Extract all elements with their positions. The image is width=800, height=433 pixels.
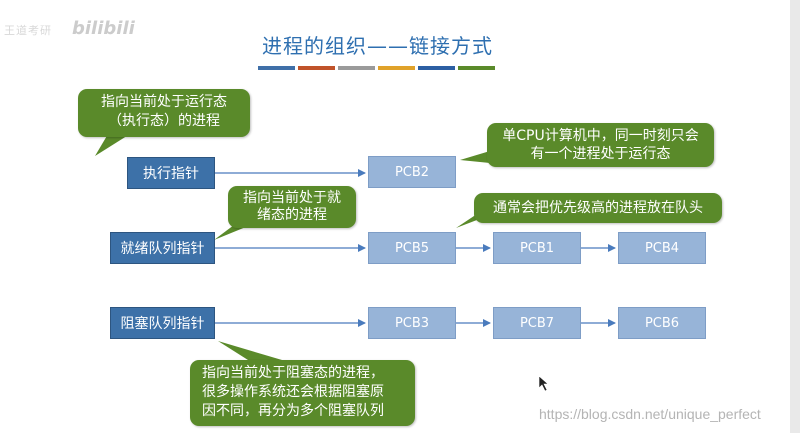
callout-priority: 通常会把优先级高的进程放在队头: [474, 193, 722, 223]
callout-uni-line-1: 单CPU计算机中，同一时刻只会: [502, 128, 699, 144]
csdn-url-watermark: https://blog.csdn.net/unique_perfect: [539, 406, 761, 422]
accent-bar-navy: [418, 66, 455, 70]
callout-uniprocessor: 单CPU计算机中，同一时刻只会 有一个进程处于运行态: [487, 123, 714, 167]
exec-pointer-box: 执行指针: [127, 157, 215, 189]
accent-bar-blue: [258, 66, 295, 70]
callout-exec-line-1: 指向当前处于运行态: [101, 94, 227, 110]
slide-title: 进程的组织——链接方式: [262, 34, 493, 58]
callout-blocked-line-3: 因不同，再分为多个阻塞队列: [202, 403, 384, 419]
callout-blocked-line-1: 指向当前处于阻塞态的进程，: [202, 365, 384, 381]
pcb7-box: PCB7: [493, 307, 581, 339]
callout-uni-line-2: 有一个进程处于运行态: [530, 146, 671, 162]
bilibili-logo-watermark: bilibili: [72, 18, 135, 39]
ready-queue-pointer-box: 就绪队列指针: [110, 232, 215, 264]
callout-priority-line-1: 通常会把优先级高的进程放在队头: [493, 200, 703, 216]
callout-exec-pointer: 指向当前处于运行态 （执行态）的进程: [78, 89, 250, 137]
pcb1-box: PCB1: [493, 232, 581, 264]
accent-bar-green: [458, 66, 495, 70]
pcb3-box: PCB3: [368, 307, 456, 339]
accent-bar-gray: [338, 66, 375, 70]
callout-ready-line-1: 指向当前处于就: [243, 190, 341, 206]
callout-ready-pointer: 指向当前处于就 绪态的进程: [228, 186, 356, 228]
pcb5-box: PCB5: [368, 232, 456, 264]
callout-blocked-line-2: 很多操作系统还会根据阻塞原: [202, 384, 384, 400]
callout-tail-blocked: [218, 341, 282, 360]
pcb4-box: PCB4: [618, 232, 706, 264]
window-edge: [790, 0, 800, 433]
watermark-text: 王道考研: [4, 24, 52, 37]
callout-exec-line-2: （执行态）的进程: [108, 113, 220, 129]
callout-tail-exec: [95, 134, 130, 156]
blocked-queue-pointer-box: 阻塞队列指针: [110, 307, 215, 339]
callout-ready-line-2: 绪态的进程: [257, 207, 327, 223]
mouse-cursor-icon: [538, 375, 549, 392]
callout-blocked-pointer: 指向当前处于阻塞态的进程， 很多操作系统还会根据阻塞原 因不同，再分为多个阻塞队…: [190, 360, 415, 426]
pcb2-box: PCB2: [368, 156, 456, 188]
accent-bar-red: [298, 66, 335, 70]
accent-bar-orange: [378, 66, 415, 70]
pcb6-box: PCB6: [618, 307, 706, 339]
